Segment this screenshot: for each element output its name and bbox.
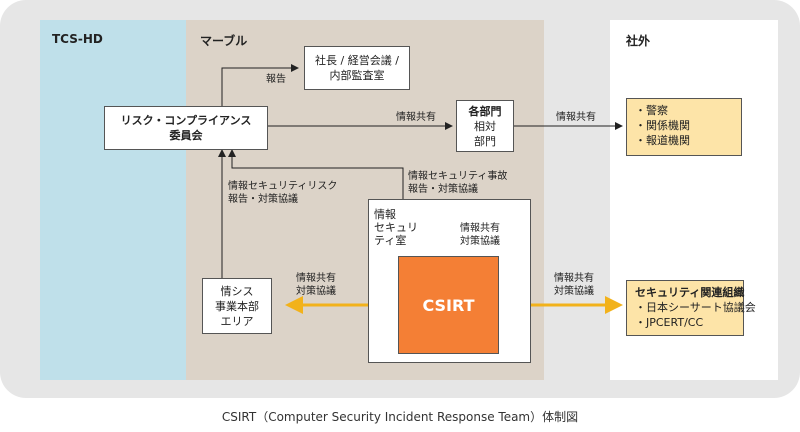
diagram-caption: CSIRT（Computer Security Incident Respons…: [221, 410, 579, 424]
edge-label-info-share-external: 情報共有: [556, 112, 596, 123]
node-infosec-office: 情報 セキュリ ティ室: [374, 208, 418, 247]
node-departments: 各部門 相対 部門: [456, 100, 514, 152]
node-authorities: ・警察 ・関係機関 ・報道機関: [626, 98, 742, 156]
edge-label-risk-report: 情報セキュリティリスク 報告・対策協議: [228, 181, 338, 205]
edge-label-report: 報告: [266, 74, 286, 85]
authority-item: ・警察: [635, 104, 668, 117]
authority-item: ・報道機関: [635, 134, 690, 147]
security-org-item: ・JPCERT/CC: [635, 316, 704, 329]
node-it-division: 情シス 事業本部 エリア: [202, 278, 272, 334]
zone-label-external: 社外: [626, 34, 651, 48]
edge-label-left-consult: 情報共有 対策協議: [296, 273, 336, 297]
edge-label-info-share-internal: 情報共有: [396, 112, 436, 123]
node-departments-title: 各部門: [468, 104, 502, 118]
security-org-item: ・日本シーサート協議会: [635, 301, 756, 314]
zone-label-hd: TCS-HD: [52, 32, 103, 46]
edge-label-inner-consult: 情報共有 対策協議: [460, 223, 500, 247]
node-security-orgs: セキュリティ関連組織 ・日本シーサート協議会 ・JPCERT/CC: [626, 280, 756, 336]
zone-tcs-hd: [40, 20, 186, 380]
node-risk-committee: リスク・コンプライアンス 委員会: [104, 106, 268, 150]
zone-label-marble: マーブル: [200, 34, 248, 48]
security-orgs-title: セキュリティ関連組織: [635, 286, 745, 299]
node-csirt: CSIRT: [398, 256, 499, 354]
edge-label-incident-report: 情報セキュリティ事故 報告・対策協議: [408, 171, 508, 195]
edge-label-right-consult: 情報共有 対策協議: [554, 273, 594, 297]
authority-item: ・関係機関: [635, 119, 690, 132]
node-departments-sub: 相対 部門: [474, 119, 496, 148]
node-president-audit: 社長 / 経営会議 / 内部監査室: [304, 46, 410, 90]
